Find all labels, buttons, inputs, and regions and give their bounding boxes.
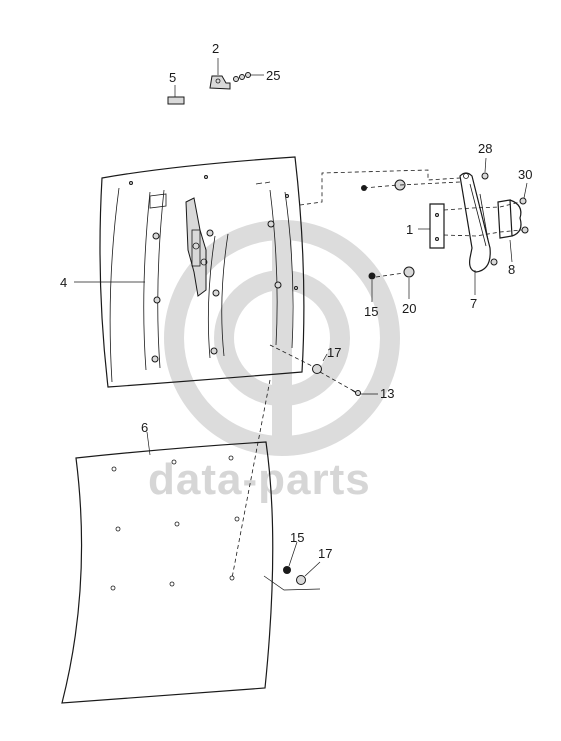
callout-28: 28 (478, 141, 492, 156)
part-17-washer (312, 364, 322, 374)
callout-5: 5 (169, 70, 176, 85)
part-20-washer (403, 266, 415, 278)
part-2-bracket (209, 75, 231, 90)
callout-15-lower: 15 (290, 530, 304, 545)
callout-15: 15 (364, 304, 378, 319)
callout-13: 13 (380, 386, 394, 401)
callout-7: 7 (470, 296, 477, 311)
callout-1: 1 (406, 222, 413, 237)
part-8-clamp (497, 199, 522, 239)
watermark-logo (164, 220, 400, 456)
callout-8: 8 (508, 262, 515, 277)
assembly-lines (231, 169, 523, 591)
callout-4: 4 (60, 275, 67, 290)
part-5-clip (167, 96, 185, 105)
part-15-nut (368, 272, 376, 280)
part-1-plate (429, 203, 445, 249)
part-30b-screw (521, 226, 529, 234)
part-7-bracket (459, 172, 491, 273)
callout-20: 20 (402, 301, 416, 316)
callout-17-lower: 17 (318, 546, 332, 561)
part-28-nut (481, 172, 489, 180)
part-15-nut-lower (283, 566, 291, 574)
watermark-brand-text: data-parts (148, 455, 371, 504)
callout-6: 6 (141, 420, 148, 435)
part-8-nut (490, 258, 498, 266)
callout-2: 2 (212, 41, 219, 56)
part-25-screw (233, 72, 251, 82)
part-17-washer-lower (296, 575, 306, 585)
leader-lines (74, 58, 528, 577)
part-4-upper-panel (99, 156, 305, 388)
part-6-lower-panel (61, 441, 274, 704)
callout-17: 17 (327, 345, 341, 360)
callout-25: 25 (266, 68, 280, 83)
part-30-screw (519, 197, 527, 205)
callout-30: 30 (518, 167, 532, 182)
